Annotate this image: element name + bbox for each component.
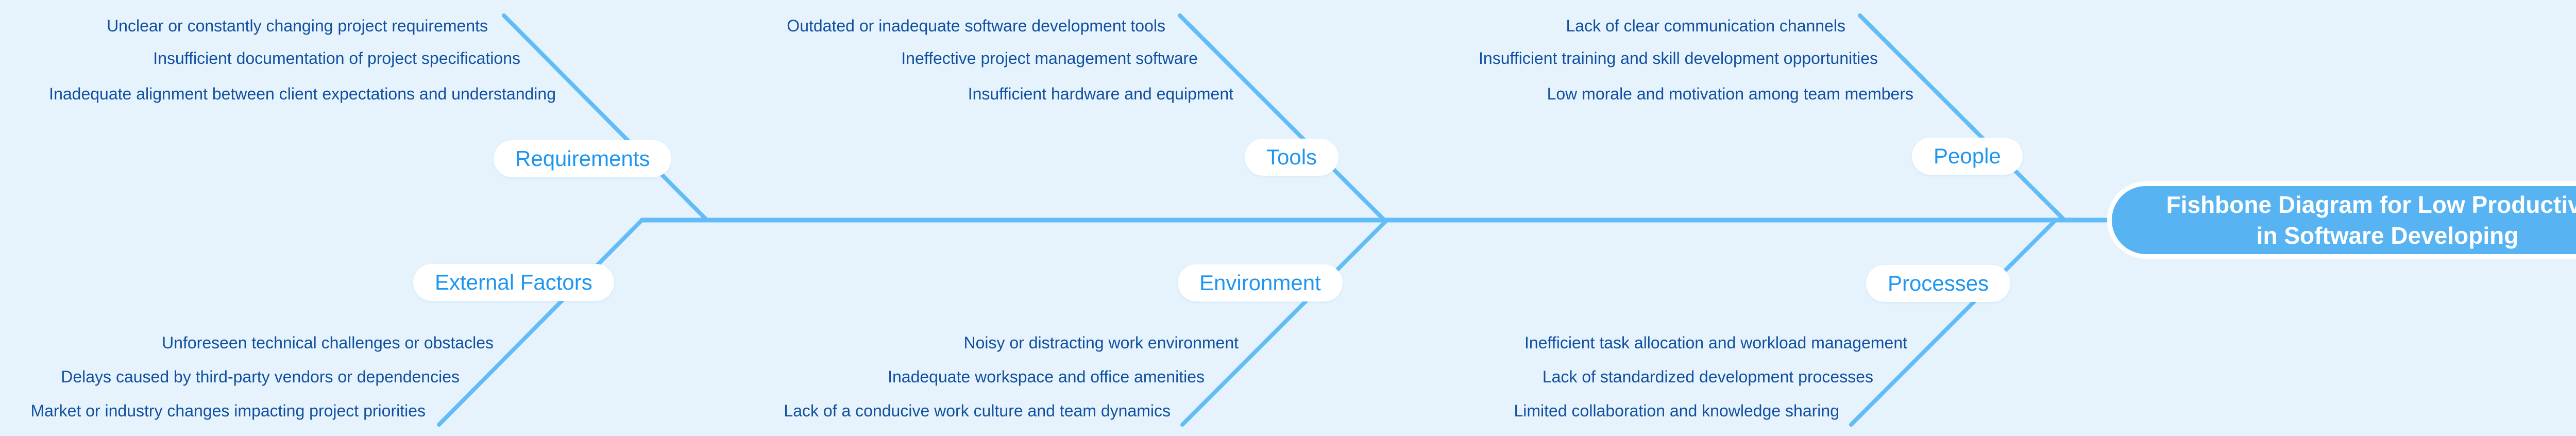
branch-line-tools [1178,13,1386,222]
cause-text[interactable]: Lack of clear communication channels [1566,16,1846,35]
cause-text[interactable]: Delays caused by third-party vendors or … [61,367,460,386]
cause-text[interactable]: Lack of standardized development process… [1542,367,1873,386]
cause-text[interactable]: Lack of a conducive work culture and tea… [784,401,1171,420]
category-pill-requirements[interactable]: Requirements [494,140,672,177]
diagram-title-line1: Fishbone Diagram for Low Productivity [2166,191,2576,218]
branch-line-people [1858,13,2066,222]
category-pill-people[interactable]: People [1912,138,2023,175]
cause-text[interactable]: Inadequate workspace and office amenitie… [888,367,1205,386]
fish-head[interactable]: Fishbone Diagram for Low Productivity in… [2107,181,2576,259]
cause-text[interactable]: Insufficient documentation of project sp… [153,49,520,68]
category-pill-external-factors[interactable]: External Factors [413,264,614,301]
cause-text[interactable]: Unclear or constantly changing project r… [107,16,488,35]
branch-line-external-factors [437,218,644,427]
cause-text[interactable]: Inadequate alignment between client expe… [49,85,556,103]
branch-line-requirements [502,13,709,222]
cause-text[interactable]: Insufficient training and skill developm… [1479,49,1878,68]
cause-text[interactable]: Inefficient task allocation and workload… [1524,333,1907,352]
cause-text[interactable]: Limited collaboration and knowledge shar… [1514,401,1839,420]
cause-text[interactable]: Insufficient hardware and equipment [968,85,1233,103]
branch-line-environment [1180,218,1389,427]
category-pill-environment[interactable]: Environment [1178,264,1343,301]
cause-text[interactable]: Outdated or inadequate software developm… [787,16,1165,35]
cause-text[interactable]: Unforeseen technical challenges or obsta… [162,333,494,352]
branch-line-processes [1849,218,2058,427]
cause-text[interactable]: Noisy or distracting work environment [963,333,1239,352]
cause-text[interactable]: Ineffective project management software [901,49,1198,68]
category-pill-tools[interactable]: Tools [1245,139,1339,176]
cause-text[interactable]: Market or industry changes impacting pro… [30,401,426,420]
cause-text[interactable]: Low morale and motivation among team mem… [1547,85,1913,103]
diagram-title-line2: in Software Developing [2256,222,2519,249]
category-pill-processes[interactable]: Processes [1866,265,2011,302]
